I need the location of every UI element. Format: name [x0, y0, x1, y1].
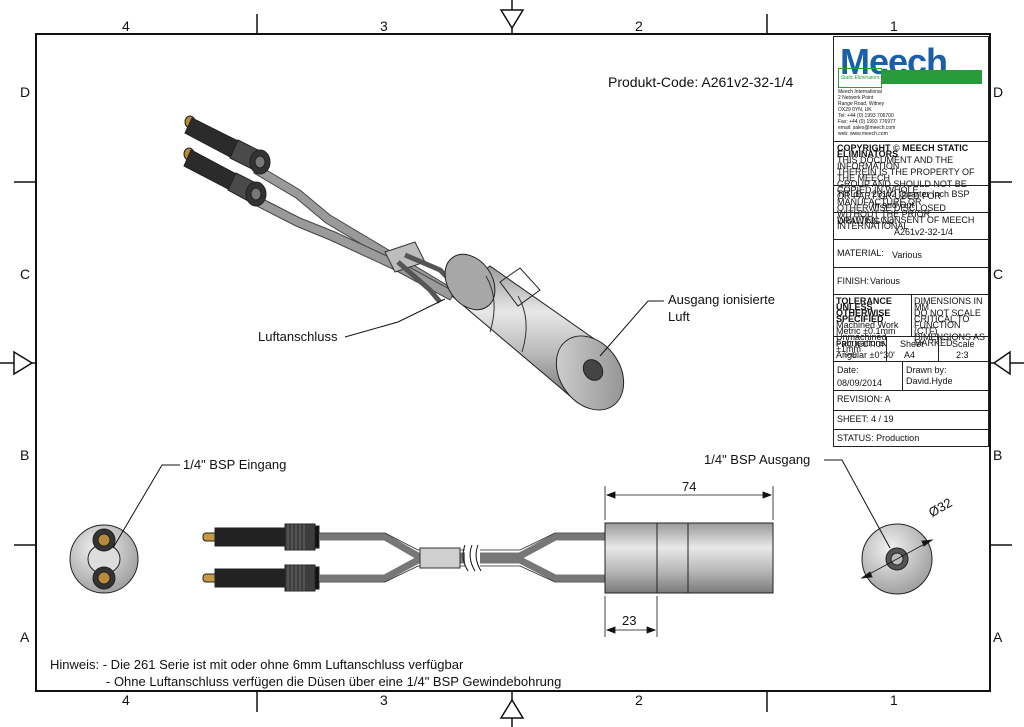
- callout-output-bsp: 1/4" BSP Ausgang: [704, 452, 811, 467]
- finish-value: Various: [870, 276, 900, 286]
- callout-output-line1: Ausgang ionisierte: [668, 292, 775, 307]
- drawing-no-row: DRAWING No: A261v2-32-1/4: [834, 212, 988, 239]
- title-row: TITLE: 261v2 Quarter Inch BSP In and Out: [834, 185, 988, 212]
- material-row: MATERIAL: Various: [834, 239, 988, 267]
- note-line2: - Ohne Luftanschluss verfügen die Düsen …: [106, 674, 562, 689]
- border-ticks: [14, 14, 1012, 712]
- grid-label-bottom-4: 4: [122, 692, 130, 708]
- title-block: Meech Static Eliminators Meech Internati…: [833, 36, 989, 447]
- status-row: STATUS: Production: [834, 429, 988, 446]
- grid-label-top-1: 1: [890, 18, 898, 34]
- leader-lines: [112, 298, 891, 549]
- title-line1: 261v2 Quarter Inch BSP: [872, 189, 970, 199]
- title-line2: In and Out: [872, 200, 915, 210]
- grid-label-top-4: 4: [122, 18, 130, 34]
- callout-air-connection: Luftanschluss: [258, 329, 338, 344]
- sheet-size: A4: [904, 350, 916, 360]
- grid-label-left-b: B: [20, 447, 30, 463]
- grid-label-right-b: B: [993, 447, 1003, 463]
- grid-label-left-d: D: [20, 84, 31, 100]
- grid-label-left-a: A: [20, 629, 30, 645]
- grid-label-bottom-2: 2: [635, 692, 643, 708]
- finish-row: FINISH: Various: [834, 267, 988, 294]
- grid-label-bottom-1: 1: [890, 692, 898, 708]
- grid-label-left-c: C: [20, 266, 31, 282]
- logo-green-bar: [882, 70, 982, 84]
- scale-value: 2:3: [956, 350, 969, 360]
- grid-label-top-3: 3: [380, 18, 388, 34]
- output-end-view: [860, 523, 934, 595]
- grid-label-right-a: A: [993, 629, 1003, 645]
- isometric-view: [183, 115, 625, 411]
- revision-row: REVISION: A: [834, 390, 988, 410]
- dimension-length: 74: [682, 479, 697, 494]
- callout-input-bsp: 1/4" BSP Eingang: [183, 457, 287, 472]
- material-value: Various: [892, 250, 922, 260]
- drawn-by: David.Hyde: [906, 376, 953, 386]
- drawing-number: A261v2-32-1/4: [894, 227, 954, 237]
- date-row: Date: 08/09/2014 Drawn by: David.Hyde: [834, 361, 988, 391]
- product-code: Produkt-Code: A261v2-32-1/4: [608, 74, 794, 90]
- grid-label-bottom-3: 3: [380, 692, 388, 708]
- callout-output-line2: Luft: [668, 309, 690, 324]
- note-line1: Hinweis: - Die 261 Serie ist mit oder oh…: [50, 657, 464, 672]
- input-end-view: [69, 524, 139, 594]
- dimension-offset: 23: [622, 613, 637, 628]
- projection-row: PROJECTION ⌲⊕ Sheet A4 Scale 2:3: [834, 336, 988, 362]
- projection-symbol-icon: ⌲⊕: [844, 349, 857, 359]
- grid-label-top-2: 2: [635, 18, 643, 34]
- side-view: [202, 486, 774, 637]
- logo-tag: Static Eliminators: [838, 68, 882, 88]
- date-value: 08/09/2014: [837, 378, 883, 388]
- grid-label-right-d: D: [993, 84, 1004, 100]
- sheet-number-row: SHEET: 4 / 19: [834, 410, 988, 429]
- grid-label-right-c: C: [993, 266, 1004, 282]
